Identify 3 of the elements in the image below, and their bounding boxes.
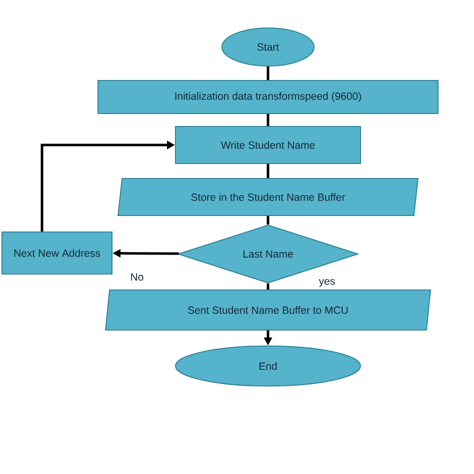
process-box: Write Student Name: [175, 126, 361, 164]
process-box: Next New Address: [2, 232, 112, 274]
process-box: Initialization data transformspeed (9600): [98, 80, 438, 114]
